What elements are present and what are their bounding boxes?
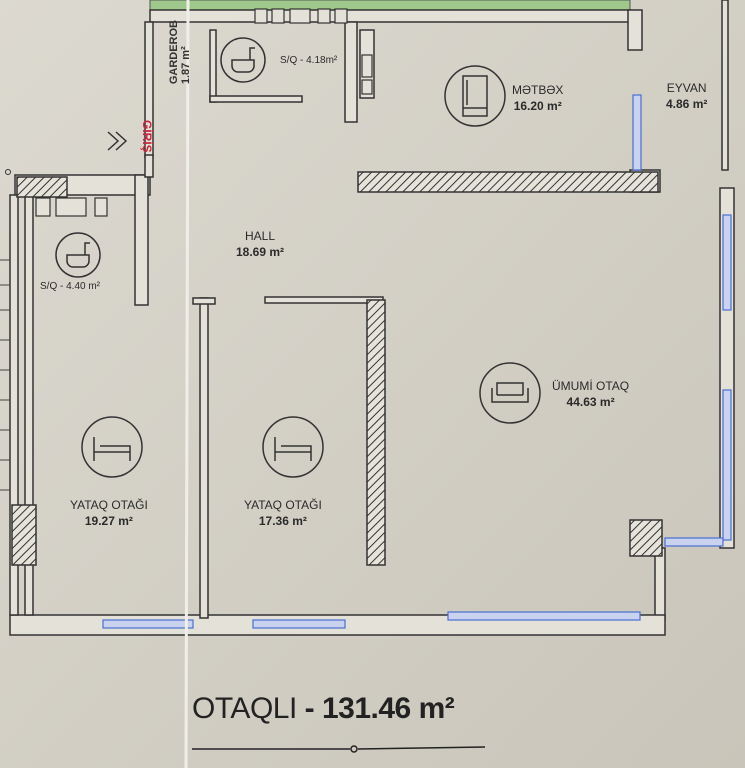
windows (102, 94, 732, 629)
entrance-label: GİRİŞ (140, 120, 154, 153)
marker-dot (5, 169, 11, 175)
title-separator: - (296, 692, 322, 725)
fixtures (35, 8, 373, 217)
bed-icon (262, 416, 324, 478)
plan-title: OTAQLI - 131.46 m² (192, 692, 455, 726)
title-prefix: OTAQLI (192, 692, 297, 725)
room-area: 1.87 m² (180, 46, 193, 85)
green-area (149, 0, 631, 11)
entrance-arrow-icon (107, 131, 128, 151)
bed-icon (81, 416, 143, 478)
paper-fold (184, 0, 190, 768)
total-area: 131.46 m² (321, 692, 455, 725)
room-bathroom-2: S/Q - 4.40 m² (40, 281, 101, 292)
room-bathroom-1: S/Q - 4.18m² (280, 55, 338, 66)
structural-walls (11, 171, 663, 566)
room-name: GARDEROB (168, 20, 180, 85)
bathtub-icon (55, 232, 101, 278)
fridge-icon (444, 65, 506, 127)
title-underline (192, 745, 486, 753)
staircase (0, 259, 10, 491)
room-garderob: GARDEROB 1.87 m² (168, 20, 192, 84)
sofa-icon (479, 362, 541, 424)
bathtub-icon (220, 37, 266, 83)
